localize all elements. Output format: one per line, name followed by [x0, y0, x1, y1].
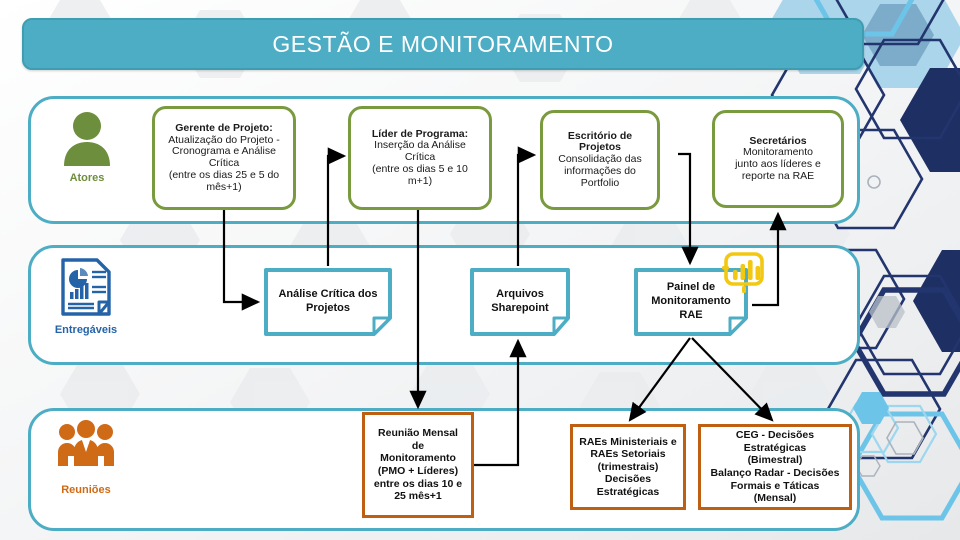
actor-box-line: Consolidação das: [558, 153, 642, 166]
meeting-box-ceg-decisoes-estrategicas[interactable]: CEG - Decisões Estratégicas (Bimestral) …: [698, 424, 852, 510]
deliverable-box-analise-critica[interactable]: Análise Crítica dos Projetos: [264, 268, 392, 336]
actor-box-line: Crítica: [208, 157, 240, 169]
actor-box-line: (entre os dias 5 e 10: [372, 162, 468, 175]
meeting-box-line: RAEs Setoriais: [590, 448, 666, 461]
meeting-box-raes-ministeriais[interactable]: RAEs Ministeriais e RAEs Setoriais (trim…: [570, 424, 686, 510]
page-title: GESTÃO E MONITORAMENTO: [272, 30, 614, 57]
person-icon: [64, 112, 110, 166]
actor-box-title: Gerente de Projeto:: [175, 121, 273, 134]
swimlane-entregaveis-header: Entregáveis: [47, 256, 125, 336]
deliverable-box-label: Análise Crítica dos Projetos: [278, 288, 378, 314]
meeting-box-line: (trimestrais): [597, 460, 659, 473]
meeting-box-line: Reunião Mensal: [378, 427, 458, 440]
swimlane-atores-header: Atores: [52, 108, 122, 184]
actor-box-lider-de-programa[interactable]: Líder de Programa: Inserção da Análise C…: [348, 106, 492, 210]
actor-box-line: Inserção da Análise: [374, 139, 466, 152]
swimlane-entregaveis-label: Entregáveis: [54, 324, 118, 336]
actor-box-escritorio-de-projetos[interactable]: Escritório de Projetos Consolidação das …: [540, 110, 660, 210]
actor-box-line: mês+1): [206, 180, 242, 193]
actor-box-line: junto aos líderes e: [735, 158, 821, 170]
actor-box-secretarios[interactable]: Secretários Monitoramento junto aos líde…: [712, 110, 844, 208]
meeting-box-line: RAEs Ministeriais e: [579, 435, 677, 448]
meeting-box-line: entre os dias 10 e: [373, 477, 463, 490]
meeting-box-line: 25 mês+1: [394, 490, 442, 503]
swimlane-atores-label: Atores: [69, 172, 105, 184]
meeting-box-line: Estratégicas: [596, 485, 660, 498]
note-shape: [470, 268, 570, 336]
meeting-box-line: Formais e Táticas: [730, 479, 820, 492]
power-bi-icon: [722, 252, 764, 293]
meeting-box-line: (Bimestral): [747, 454, 803, 467]
meeting-box-line: CEG - Decisões Estratégicas: [735, 429, 815, 454]
swimlane-reunioes-header: Reuniões: [48, 418, 124, 496]
actor-box-line: Portfolio: [580, 176, 620, 189]
actor-box-title: Secretários: [749, 134, 807, 147]
actor-box-line: Crítica: [404, 151, 436, 164]
actor-box-line: (entre os dias 25 e 5 do: [168, 168, 280, 181]
actor-box-title: Escritório de Projetos: [567, 129, 633, 154]
actor-box-line: m+1): [407, 174, 433, 187]
meeting-box-line: de: [411, 439, 425, 452]
meeting-box-line: Balanço Radar - Decisões: [710, 467, 840, 479]
meeting-box-line: (Mensal): [753, 492, 797, 505]
actor-box-line: Cronograma e Análise: [172, 145, 276, 158]
page-title-banner: GESTÃO E MONITORAMENTO: [22, 18, 864, 70]
deliverable-box-arquivos-sharepoint[interactable]: Arquivos Sharepoint: [470, 268, 570, 336]
meeting-people-icon: [58, 420, 114, 466]
actor-box-gerente-de-projeto[interactable]: Gerente de Projeto: Atualização do Proje…: [152, 106, 296, 210]
meeting-box-line: (PMO + Líderes): [377, 465, 459, 477]
actor-box-line: Atualização do Projeto -: [168, 133, 280, 146]
actor-box-line: Monitoramento: [742, 146, 814, 159]
actor-box-title: Líder de Programa:: [371, 127, 469, 140]
actor-box-line: informações do: [564, 164, 636, 177]
deliverable-box-label: Arquivos Sharepoint: [491, 288, 549, 314]
deliverable-box-label: Painel de Monitoramento RAE: [651, 281, 731, 321]
report-document-icon: [61, 258, 111, 316]
note-shape: [264, 268, 392, 336]
actor-box-line: reporte na RAE: [741, 169, 815, 182]
meeting-box-line: Decisões: [604, 473, 652, 486]
meeting-box-reuniao-mensal[interactable]: Reunião Mensal de Monitoramento (PMO + L…: [362, 412, 474, 518]
deliverable-box-painel-monitoramento-rae[interactable]: Painel de Monitoramento RAE: [634, 268, 748, 336]
swimlane-reunioes-label: Reuniões: [61, 484, 111, 496]
meeting-box-line: Monitoramento: [380, 452, 456, 465]
